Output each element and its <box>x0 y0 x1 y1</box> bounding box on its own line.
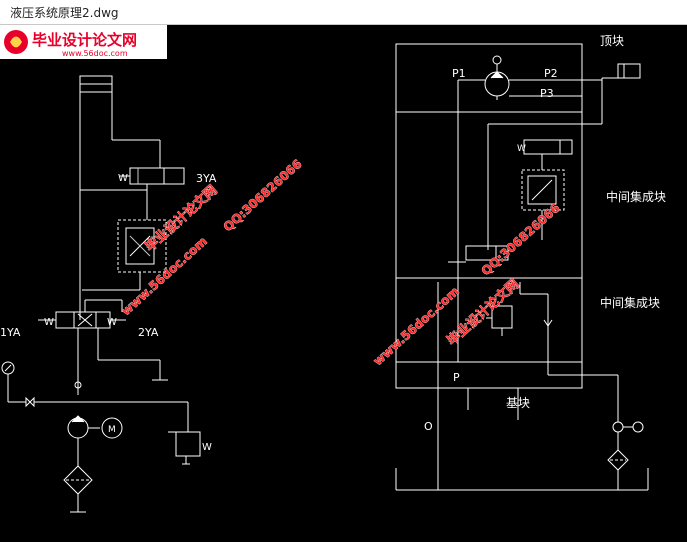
logo-url: www.56doc.com <box>62 49 128 58</box>
drawing-tab-title[interactable]: 液压系统原理2.dwg <box>10 6 119 20</box>
label-port-p: P <box>453 371 460 384</box>
manifold-outline <box>395 43 583 389</box>
top-right-cylinder <box>487 63 641 250</box>
check-valve-block-right <box>521 169 565 211</box>
pump-motor-right <box>612 421 644 433</box>
svg-text:W: W <box>44 317 54 328</box>
svg-text:W: W <box>118 173 128 184</box>
label-middle-block-1: 中间集成块 <box>606 189 666 204</box>
filter-right <box>607 449 629 471</box>
relief-valve-right <box>486 305 513 336</box>
label-base-block: 基块 <box>506 396 530 410</box>
site-logo: 毕业设计论文网 www.56doc.com <box>0 25 167 59</box>
label-port-p2: P2 <box>544 67 558 80</box>
svg-text:W: W <box>107 317 117 328</box>
top-cylinder-symbol <box>79 75 113 100</box>
label-1ya: 1YA <box>0 326 21 339</box>
check-valve-block-left <box>117 219 167 273</box>
pressure-gauge <box>1 361 189 432</box>
filter-left <box>63 465 93 495</box>
watermark-url-2: www.56doc.com <box>371 284 462 368</box>
pump-motor-left: M <box>67 415 123 439</box>
valve-middle-lower <box>448 245 509 263</box>
watermark-qq-1: QQ:306826066 <box>221 157 305 235</box>
svg-text:M: M <box>108 425 116 435</box>
logo-text: 毕业设计论文网 <box>32 31 137 49</box>
right-manifold: W <box>395 43 649 491</box>
drawing-tab-bar: 液压系统原理2.dwg <box>0 0 687 25</box>
pump-top-block <box>457 55 602 362</box>
watermark-site-name-2: 毕业设计论文网 <box>444 276 522 349</box>
svg-text:W: W <box>517 144 526 154</box>
cad-canvas[interactable]: W W W <box>0 25 687 542</box>
valve-1ya-2ya: W W <box>38 311 126 329</box>
svg-text:W: W <box>202 442 212 453</box>
label-top-block: 顶块 <box>600 34 624 48</box>
left-circuit: W W W <box>1 75 212 513</box>
label-3ya: 3YA <box>196 172 217 185</box>
hydraulic-schematic: W W W <box>0 34 666 513</box>
label-port-o: O <box>424 420 433 433</box>
label-port-p3: P3 <box>540 87 554 100</box>
label-port-p1: P1 <box>452 67 466 80</box>
label-middle-block-2: 中间集成块 <box>600 295 660 310</box>
label-2ya: 2YA <box>138 326 159 339</box>
valve-3ya: W <box>118 167 185 185</box>
watermark-url-1: www.56doc.com <box>119 234 210 318</box>
relief-valve-left: W <box>168 431 212 465</box>
watermark-qq-2: QQ:306826066 <box>479 201 563 279</box>
valve-middle-top: W <box>517 139 573 155</box>
